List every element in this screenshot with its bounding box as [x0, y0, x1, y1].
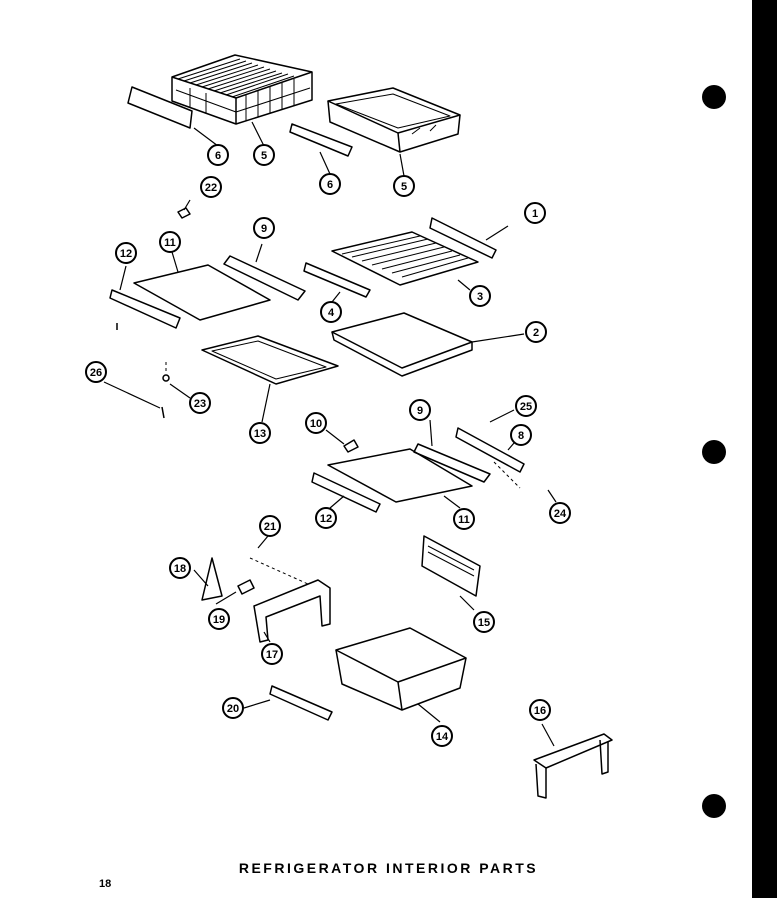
support-bracket-part — [533, 733, 613, 799]
callout-label: 14 — [436, 731, 449, 743]
sliding-shelf-part — [331, 312, 473, 377]
pin-part — [116, 323, 165, 419]
trim-strip-part — [289, 123, 353, 157]
callout-label: 26 — [90, 367, 102, 379]
drawer-part — [335, 627, 467, 711]
shelf-trim-part — [413, 443, 491, 483]
binder-hole — [702, 440, 726, 464]
callout-marker: 6 — [319, 173, 341, 195]
glass-shelf-part — [133, 264, 271, 321]
wire-basket-part — [171, 54, 313, 125]
callout-marker: 9 — [409, 399, 431, 421]
shelf-rail-part — [455, 427, 525, 473]
callout-marker: 4 — [320, 301, 342, 323]
callout-marker: 9 — [253, 217, 275, 239]
callout-label: 9 — [417, 405, 423, 417]
callout-label: 13 — [254, 428, 266, 440]
binder-hole — [702, 85, 726, 109]
trim-strip-part — [269, 685, 333, 721]
callout-label: 25 — [520, 401, 532, 413]
control-panel-part — [421, 535, 481, 597]
callout-label: 12 — [320, 513, 332, 525]
callout-marker: 24 — [549, 502, 571, 524]
callout-marker: 22 — [200, 176, 222, 198]
leader-lines — [103, 121, 557, 747]
callout-marker: 12 — [315, 507, 337, 529]
callout-label: 21 — [264, 521, 276, 533]
fastener-part — [162, 374, 170, 382]
wire-shelf-part — [331, 231, 479, 286]
callout-marker: 5 — [393, 175, 415, 197]
crisper-pan-part — [327, 87, 461, 153]
callout-label: 2 — [533, 327, 539, 339]
trim-strip-part — [127, 86, 193, 129]
callout-label: 5 — [401, 181, 407, 193]
diagram-caption: REFRIGERATOR INTERIOR PARTS — [238, 860, 539, 876]
bracket-part — [237, 579, 255, 595]
callout-label: 10 — [310, 418, 322, 430]
callout-marker: 26 — [85, 361, 107, 383]
assembly-guide-line — [165, 362, 521, 585]
shelf-frame-part — [201, 335, 339, 385]
callout-group: 6 5 6 5 22 1 9 11 12 4 3 2 26 23 13 25 1… — [85, 144, 571, 747]
callout-marker: 8 — [510, 424, 532, 446]
clip-part — [343, 439, 359, 453]
callout-marker: 5 — [253, 144, 275, 166]
callout-label: 11 — [164, 237, 176, 249]
callout-marker: 3 — [469, 285, 491, 307]
callout-label: 8 — [518, 430, 524, 442]
callout-label: 6 — [327, 179, 333, 191]
page-binding-edge — [752, 0, 777, 898]
callout-marker: 10 — [305, 412, 327, 434]
callout-label: 15 — [478, 617, 490, 629]
glass-shelf-part — [327, 448, 473, 503]
callout-marker: 6 — [207, 144, 229, 166]
callout-marker: 15 — [473, 611, 495, 633]
callout-label: 18 — [174, 563, 186, 575]
front-trim-part — [311, 472, 381, 513]
shelf-trim-part — [223, 255, 306, 301]
screw-part — [177, 207, 191, 219]
callout-label: 3 — [477, 291, 483, 303]
callout-marker: 20 — [222, 697, 244, 719]
callout-label: 20 — [227, 703, 239, 715]
callout-label: 19 — [213, 614, 225, 626]
callout-marker: 21 — [259, 515, 281, 537]
drawer-frame-part — [253, 579, 331, 643]
callout-marker: 11 — [453, 508, 475, 530]
callout-marker: 14 — [431, 725, 453, 747]
callout-marker: 2 — [525, 321, 547, 343]
front-trim-part — [109, 289, 181, 329]
callout-marker: 1 — [524, 202, 546, 224]
callout-marker: 23 — [189, 392, 211, 414]
callout-marker: 18 — [169, 557, 191, 579]
callout-marker: 16 — [529, 699, 551, 721]
callout-marker: 12 — [115, 242, 137, 264]
callout-label: 22 — [205, 182, 217, 194]
shelf-rail-part — [303, 262, 371, 298]
cone-part — [201, 557, 223, 601]
shelf-rail-part — [429, 217, 497, 259]
callout-label: 23 — [194, 398, 206, 410]
callout-label: 4 — [328, 307, 335, 319]
callout-label: 11 — [458, 514, 470, 526]
callout-label: 17 — [266, 649, 278, 661]
callout-label: 24 — [554, 508, 567, 520]
callout-marker: 13 — [249, 422, 271, 444]
callout-label: 1 — [532, 208, 538, 220]
callout-marker: 19 — [208, 608, 230, 630]
callout-marker: 11 — [159, 231, 181, 253]
callout-marker: 25 — [515, 395, 537, 417]
callout-label: 9 — [261, 223, 267, 235]
callout-label: 5 — [261, 150, 267, 162]
callout-marker: 17 — [261, 643, 283, 665]
page-number: 18 — [99, 878, 112, 890]
binder-hole — [702, 794, 726, 818]
callout-label: 16 — [534, 705, 546, 717]
callout-label: 6 — [215, 150, 221, 162]
callout-label: 12 — [120, 248, 132, 260]
